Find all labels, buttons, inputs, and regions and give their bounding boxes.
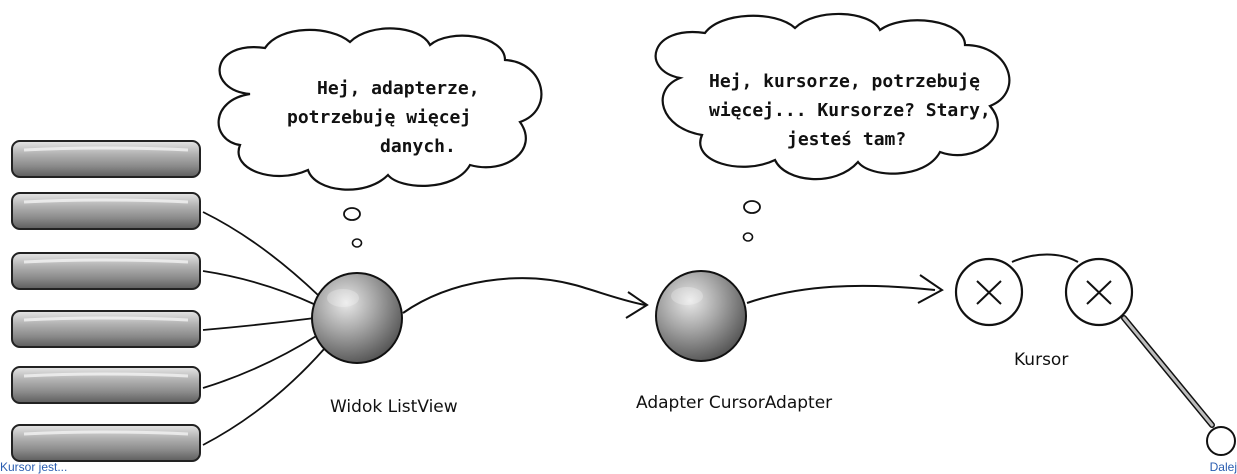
- adapter-thought-line: więcej... Kursorze? Stary,: [709, 100, 991, 121]
- list-item-bar: [11, 424, 201, 462]
- listview-thought-line: Hej, adapterze,: [317, 78, 480, 99]
- adapter-label: Adapter CursorAdapter: [636, 393, 832, 413]
- next-page-link[interactable]: Dalej: [1209, 460, 1237, 474]
- cursor-label: Kursor: [1014, 350, 1068, 370]
- arrow-adapter-to-cursor: [746, 274, 944, 304]
- arrow-listview-to-adapter: [402, 277, 649, 319]
- list-item-bar: [11, 310, 201, 348]
- prev-page-link[interactable]: Kursor jest...: [0, 460, 68, 474]
- adapter-node: [655, 270, 747, 362]
- listview-thought-line: potrzebuję więcej: [287, 107, 471, 128]
- svg-text:Hej, kursorze, potrzebuję: Hej, kursorze, potrzebuję więcej... Kurs…: [709, 71, 1002, 150]
- svg-text:Hej, adapterze, potrzebu: Hej, adapterze, potrzebuję więcej danych…: [287, 78, 490, 157]
- adapter-thought-line: jesteś tam?: [787, 129, 906, 150]
- list-item-bar: [11, 366, 201, 404]
- listview-node: [311, 272, 403, 364]
- cursor-glasses-icon: [954, 253, 1236, 456]
- list-items-stack: [11, 140, 201, 462]
- adapter-thought-bubble: Hej, kursorze, potrzebuję więcej... Kurs…: [654, 12, 1011, 242]
- list-item-bar: [11, 252, 201, 290]
- listview-thought-line: danych.: [380, 136, 456, 157]
- adapter-thought-line: Hej, kursorze, potrzebuję: [709, 71, 980, 92]
- list-item-bar: [11, 140, 201, 178]
- listview-label: Widok ListView: [330, 397, 458, 417]
- list-connectors: [202, 211, 326, 446]
- list-item-bar: [11, 192, 201, 230]
- listview-thought-bubble: Hej, adapterze, potrzebuję więcej danych…: [217, 27, 543, 248]
